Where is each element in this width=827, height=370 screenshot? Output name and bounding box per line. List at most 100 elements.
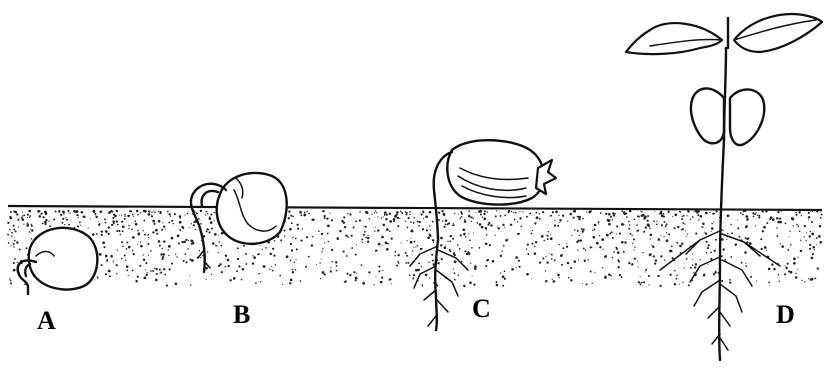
soil-speck [558,277,559,278]
soil-speck [246,263,248,265]
soil-speck [500,215,502,217]
soil-speck [330,267,331,268]
soil-speck [292,216,294,218]
soil-speck [422,285,424,287]
soil-speck [535,212,537,214]
soil-speck [692,216,694,218]
soil-speck [663,213,665,215]
soil-speck [214,220,215,221]
soil-speck [343,251,345,253]
soil-speck [724,259,726,261]
soil-speck [189,227,190,228]
soil-speck [140,241,141,242]
soil-speck [645,271,646,272]
soil-speck [584,261,585,262]
soil-speck [488,222,490,224]
soil-speck [745,226,748,229]
soil-speck [698,219,700,221]
soil-speck [218,265,220,267]
soil-speck [172,223,173,224]
soil-speck [284,236,285,237]
soil-speck [666,239,669,242]
soil-speck [225,255,227,257]
soil-speck [128,228,129,229]
soil-speck [207,213,209,215]
soil-speck [479,247,481,249]
soil-speck [306,236,308,238]
soil-speck [651,245,652,246]
soil-speck [554,224,556,226]
soil-speck [461,213,463,215]
soil-speck [797,269,798,270]
soil-speck [286,255,289,258]
soil-speck [21,217,23,219]
soil-speck [612,257,613,258]
soil-speck [421,266,422,267]
soil-speck [78,215,79,216]
soil-speck [159,272,160,273]
soil-speck [819,241,822,244]
soil-speck [550,215,552,217]
soil-speck [568,277,570,279]
soil-speck [112,220,115,223]
soil-speck [527,244,529,246]
soil-speck [714,250,716,252]
soil-speck [209,216,211,218]
soil-speck [137,214,139,216]
soil-speck [210,214,212,216]
soil-speck [429,211,432,214]
soil-speck [548,231,549,232]
soil-speck [670,250,672,252]
soil-speck [116,210,118,212]
soil-speck [331,219,333,221]
soil-speck [490,224,492,226]
soil-speck [107,259,108,260]
soil-speck [683,215,685,217]
soil-speck [668,233,670,235]
soil-speck [236,270,238,272]
soil-speck [308,213,310,215]
soil-speck [501,250,502,251]
soil-speck [800,250,802,252]
soil-speck [756,280,757,281]
soil-speck [690,267,692,269]
soil-speck [820,217,822,219]
soil-speck [262,249,263,250]
soil-speck [778,280,779,281]
soil-speck [666,232,667,233]
soil-speck [784,265,785,266]
soil-speck [108,233,110,235]
soil-speck [576,241,578,243]
soil-speck [608,273,611,276]
soil-speck [547,235,549,237]
soil-speck [461,216,462,217]
soil-speck [552,211,554,213]
soil-speck [205,215,206,216]
soil-speck [590,246,592,248]
soil-speck [378,266,380,268]
soil-speck [162,253,165,256]
soil-speck [708,244,710,246]
soil-speck [169,213,171,215]
soil-speck [336,270,338,272]
soil-speck [770,216,773,219]
soil-speck [503,245,505,247]
soil-speck [800,240,801,241]
soil [7,206,822,287]
soil-speck [703,227,704,228]
soil-speck [37,210,40,213]
soil-speck [207,251,208,252]
soil-speck [692,253,693,254]
soil-speck [663,236,664,237]
soil-speck [536,216,539,219]
soil-speck [10,282,12,284]
soil-speck [128,246,131,249]
soil-speck [479,210,482,213]
soil-speck [460,217,462,219]
soil-speck [697,214,699,216]
soil-speck [109,275,111,277]
soil-speck [296,224,298,226]
soil-speck [351,247,353,249]
soil-speck [522,211,523,212]
